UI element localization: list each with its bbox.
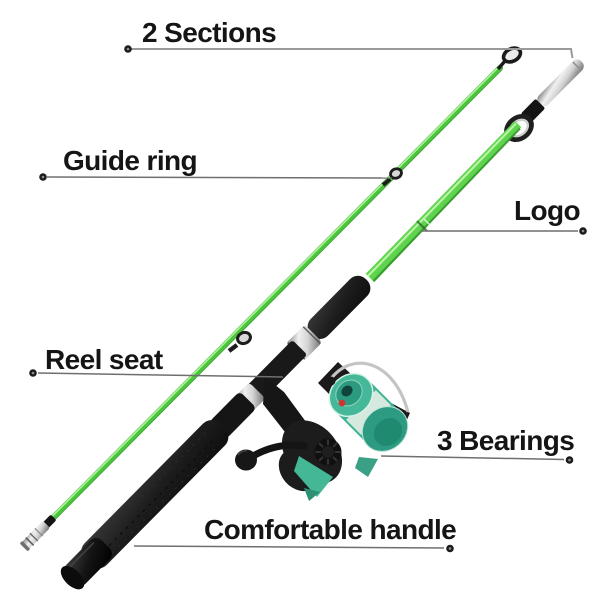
butt-cap — [60, 538, 112, 590]
reel-teal-accent-tip — [304, 488, 320, 501]
dot-logo — [579, 227, 587, 235]
guide-ring-lower-icon — [227, 330, 252, 353]
leader-guide-ring — [46, 176, 393, 179]
leader-reel-seat — [37, 372, 284, 378]
reel-teal-accent-right — [355, 457, 378, 477]
butt-top-chrome-plug — [537, 59, 584, 107]
dot-bearings — [565, 456, 574, 464]
drag-button-red — [338, 399, 346, 407]
leader-lines — [37, 48, 578, 549]
leader-sections — [131, 48, 574, 59]
reel-seat-body — [245, 341, 307, 402]
tip-blank — [49, 65, 503, 522]
label-bearings: 3 Bearings — [437, 425, 574, 456]
spinning-reel — [235, 361, 410, 501]
rod-butt-section — [60, 59, 584, 590]
line-roller — [326, 376, 336, 386]
dot-guide-ring — [39, 173, 47, 181]
dot-sections — [124, 45, 132, 53]
tip-ferrule-chrome — [20, 521, 50, 551]
label-reel-seat: Reel seat — [45, 344, 163, 375]
drag-knob — [314, 438, 342, 466]
label-handle: Comfortable handle — [204, 514, 456, 545]
rod-logo-print — [416, 218, 431, 232]
callout-labels: 2 Sections Guide ring Logo Reel seat 3 B… — [45, 17, 581, 545]
dot-handle — [446, 544, 454, 553]
rod-tip-section — [20, 46, 523, 551]
eva-handle — [81, 420, 229, 569]
label-logo: Logo — [514, 195, 581, 226]
label-guide-ring: Guide ring — [63, 145, 197, 176]
tip-blank-highlight — [50, 65, 500, 519]
spool — [328, 372, 409, 452]
callout-dots — [29, 45, 587, 553]
leader-bearings — [380, 455, 565, 461]
fore-grip — [307, 275, 371, 340]
leader-handle — [133, 545, 445, 549]
guide-ring-small-icon — [381, 167, 403, 187]
bail-wire — [328, 361, 410, 413]
dot-reel-seat — [29, 369, 37, 377]
butt-blank — [365, 120, 522, 283]
reel-handle-knob — [235, 449, 257, 471]
label-sections: 2 Sections — [142, 17, 276, 48]
reel-handle-arm — [249, 441, 308, 460]
reel-teal-accent — [294, 456, 333, 497]
